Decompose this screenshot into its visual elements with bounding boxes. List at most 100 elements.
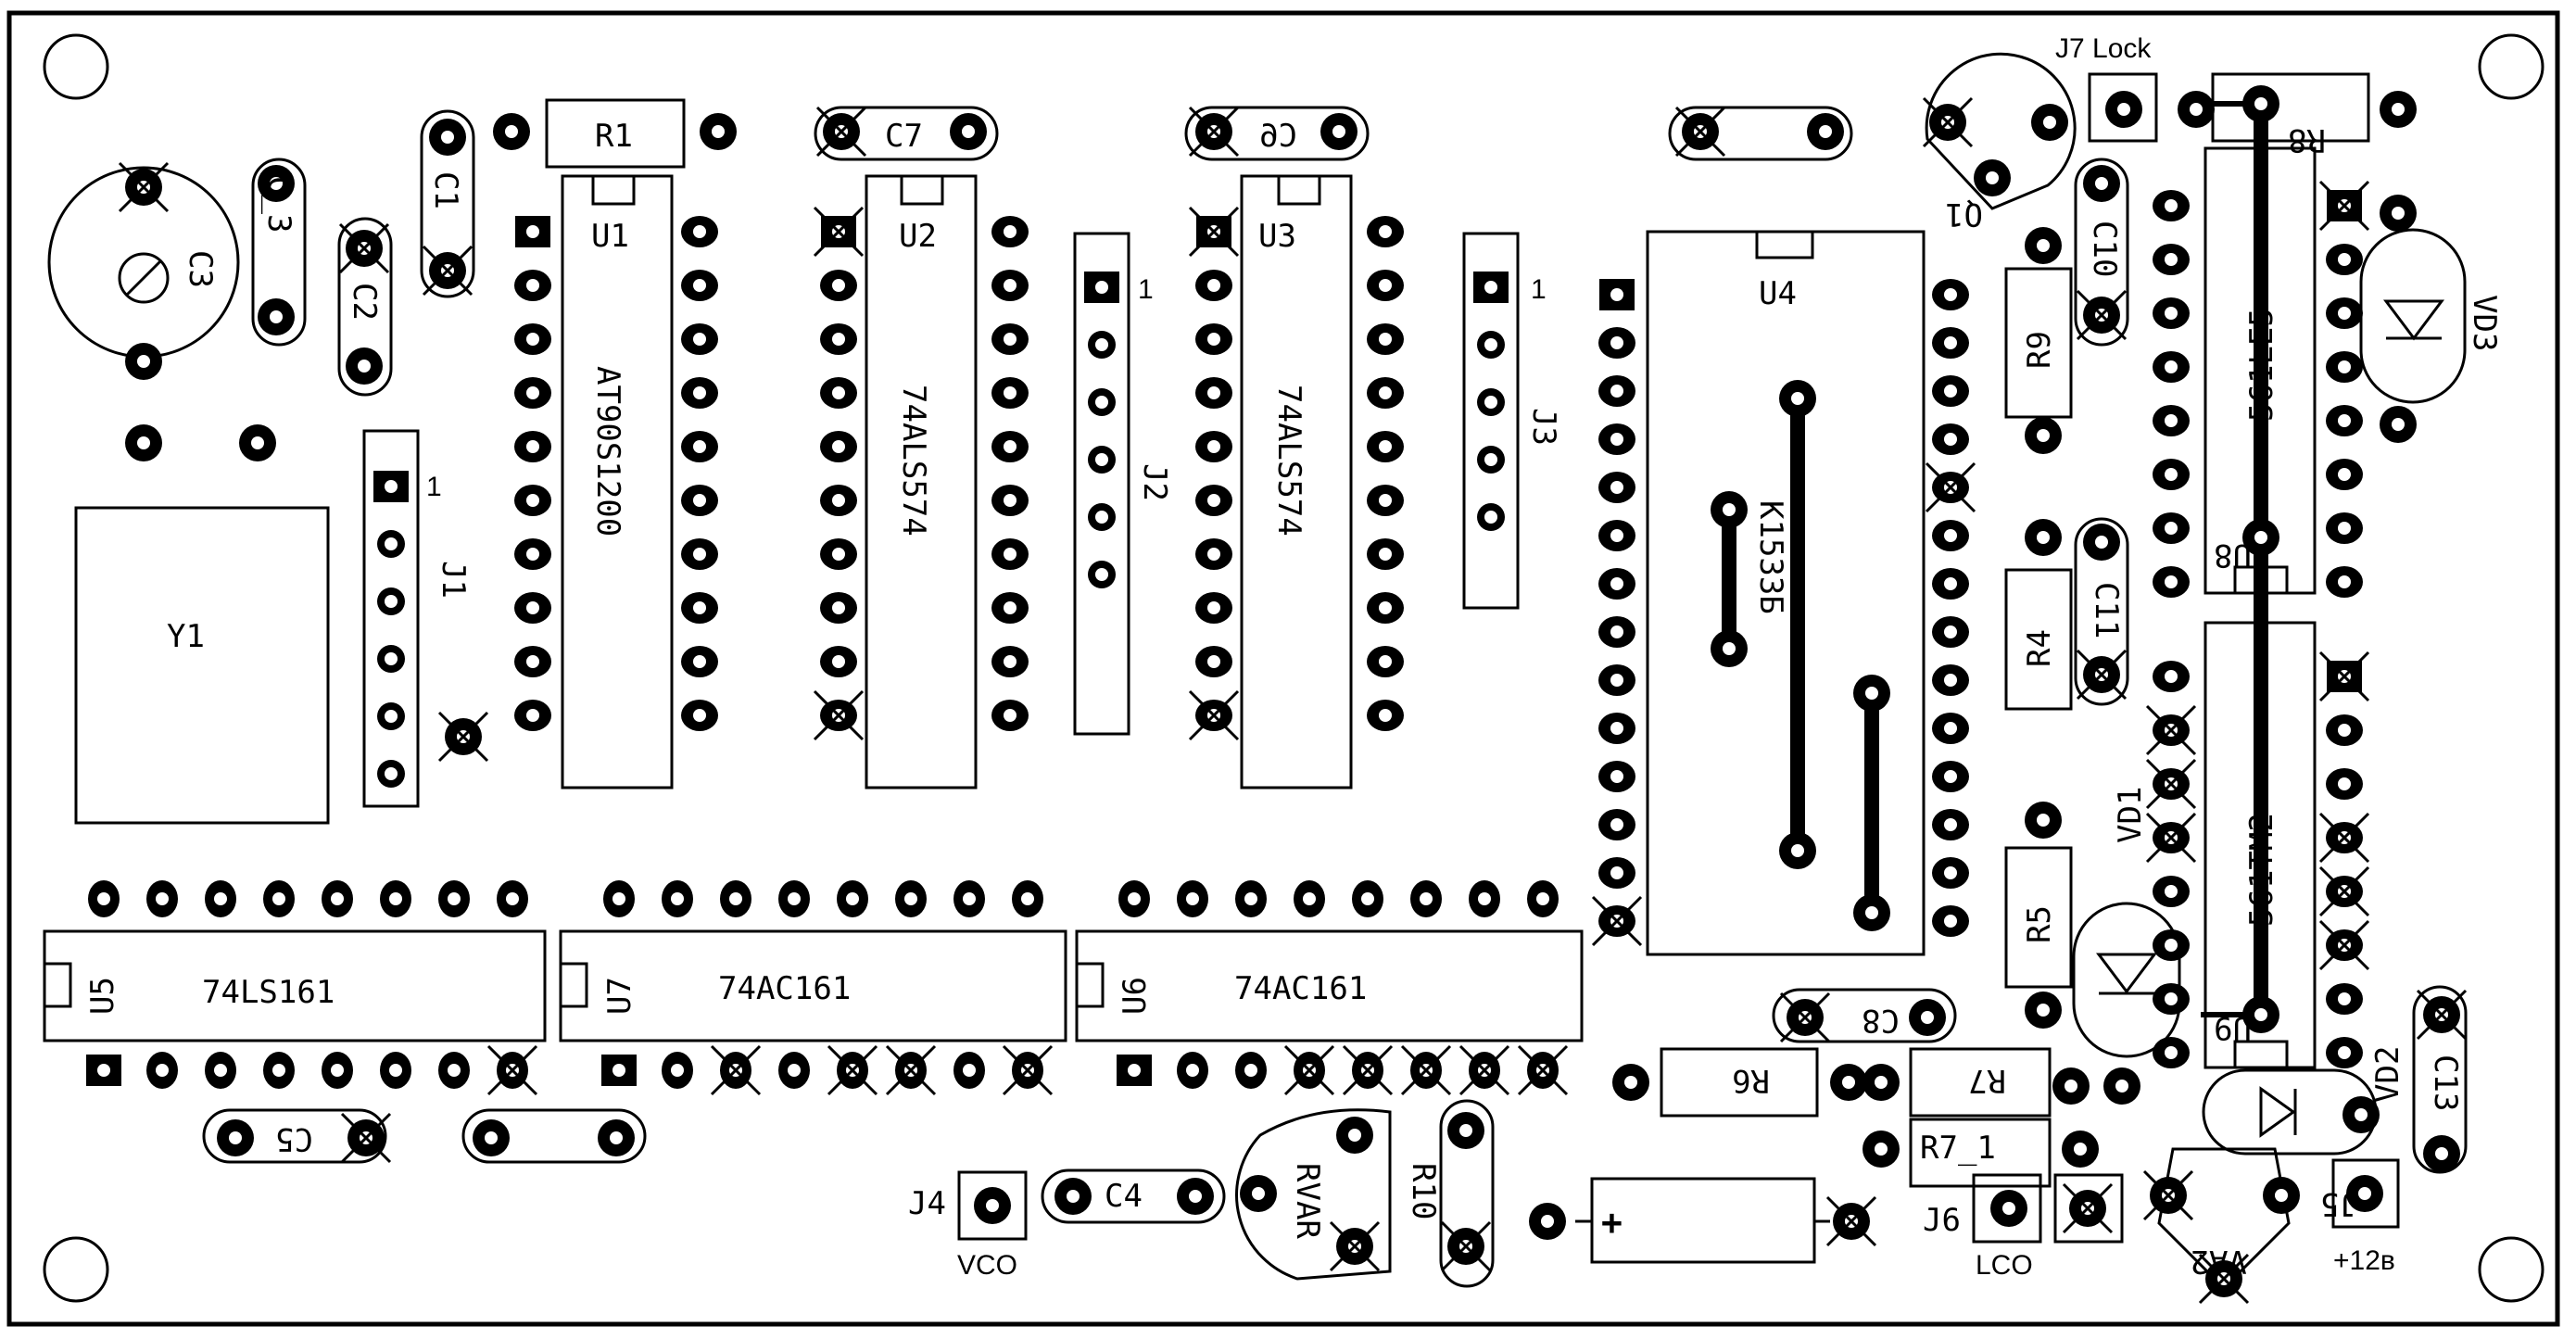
pad — [820, 270, 857, 301]
pad — [953, 1052, 985, 1089]
pad — [2326, 566, 2363, 598]
pad — [1598, 327, 1635, 359]
pad — [2145, 704, 2197, 756]
pad — [217, 1119, 254, 1156]
component-outlines — [43, 52, 2468, 1291]
pad — [681, 323, 718, 355]
pad — [1283, 1044, 1335, 1096]
pad — [2153, 297, 2190, 329]
pad — [1188, 106, 1240, 158]
pad — [2076, 649, 2128, 701]
label-r9: R9 — [2021, 331, 2058, 369]
pad — [662, 880, 693, 917]
label-j2: J2 — [1136, 463, 1173, 501]
pad — [2380, 91, 2417, 128]
pad — [710, 1044, 762, 1096]
pad — [1598, 423, 1635, 455]
pad — [1195, 538, 1232, 570]
pad — [2153, 351, 2190, 383]
pad — [258, 298, 295, 335]
pad — [1932, 761, 1969, 792]
pad — [813, 206, 865, 258]
pad — [1990, 1190, 2027, 1227]
label-c-3: C_3 — [260, 176, 297, 233]
pad — [820, 377, 857, 409]
label-r7: R7 — [1968, 1062, 2006, 1099]
pad — [1591, 895, 1643, 947]
pad — [437, 711, 489, 763]
label-ac161a: 74AC161 — [718, 970, 851, 1007]
pad — [2025, 519, 2062, 556]
pad — [1807, 113, 1844, 150]
pad — [263, 1052, 295, 1089]
pad — [473, 1119, 510, 1156]
pad — [820, 485, 857, 516]
pad — [1458, 1044, 1510, 1096]
pad — [380, 880, 411, 917]
pad — [2242, 996, 2279, 1033]
pad — [1084, 272, 1119, 303]
label-r6: R6 — [1732, 1062, 1770, 1099]
pad — [1529, 1203, 1566, 1240]
pad — [493, 113, 530, 150]
pad — [1863, 1064, 1900, 1101]
pad — [953, 880, 985, 917]
pad — [2326, 1037, 2363, 1068]
pad — [1853, 894, 1890, 931]
pad — [514, 646, 551, 677]
pad — [1088, 503, 1116, 531]
label-at90s1200: AT90S1200 — [589, 366, 626, 537]
pad — [895, 880, 927, 917]
pad — [1598, 568, 1635, 600]
pad — [1177, 880, 1208, 917]
pad — [1440, 1220, 1492, 1272]
label-c6: C6 — [1259, 118, 1297, 155]
pad — [2380, 406, 2417, 443]
pad — [1352, 880, 1383, 917]
label-u4: U4 — [1759, 275, 1797, 312]
pad — [1779, 992, 1831, 1043]
label-c1: C1 — [427, 171, 464, 209]
pad — [1088, 446, 1116, 474]
label-u7: U7 — [601, 977, 638, 1015]
pad — [125, 343, 162, 380]
pad — [1367, 431, 1404, 462]
label-r5: R5 — [2021, 905, 2058, 943]
label-u1: U1 — [591, 218, 629, 255]
pad — [1195, 431, 1232, 462]
pad — [1932, 568, 1969, 600]
label-c11: C11 — [2088, 582, 2125, 638]
pad — [991, 485, 1029, 516]
label-r4: R4 — [2021, 629, 2058, 667]
label-12v: +12в — [2333, 1245, 2395, 1276]
pad — [1932, 713, 1969, 744]
pad — [1598, 664, 1635, 696]
label-c4: C4 — [1105, 1178, 1143, 1215]
pad — [1598, 809, 1635, 840]
label-va2: VA2 — [2191, 1243, 2247, 1280]
pad — [2083, 165, 2120, 202]
label-c5: C5 — [275, 1120, 313, 1157]
pad — [1367, 270, 1404, 301]
pad — [820, 592, 857, 624]
pad — [1367, 538, 1404, 570]
pad — [1195, 592, 1232, 624]
pad — [1054, 1178, 1092, 1215]
pad — [991, 646, 1029, 677]
pad — [598, 1119, 635, 1156]
pad — [1235, 880, 1267, 917]
pad — [2142, 1169, 2194, 1221]
label-vd1: VD1 — [2112, 787, 2149, 843]
pad — [820, 538, 857, 570]
pad — [1118, 880, 1150, 917]
label-vd2: VD2 — [2369, 1046, 2406, 1103]
pad — [991, 592, 1029, 624]
label-r1: R1 — [595, 118, 633, 155]
pad — [820, 323, 857, 355]
pad — [2326, 768, 2363, 800]
pad — [1779, 832, 1816, 869]
pad — [1240, 1175, 1277, 1212]
label-r8: R8 — [2288, 121, 2326, 158]
pad — [2242, 519, 2279, 556]
pad — [258, 165, 295, 202]
